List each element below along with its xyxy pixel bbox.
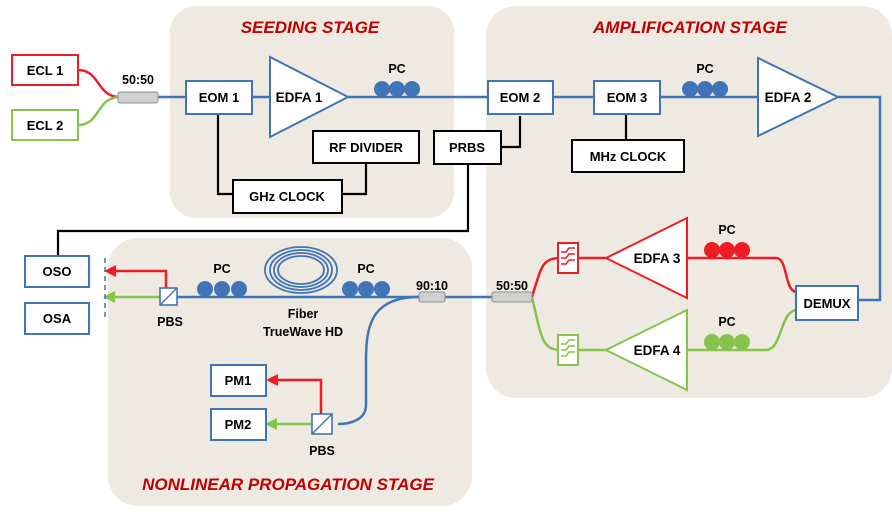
arrow-green-left bbox=[103, 291, 115, 303]
arrow-red-left bbox=[104, 265, 116, 277]
filter-green-icon[interactable] bbox=[557, 334, 579, 366]
oso-label: OSO bbox=[43, 264, 72, 279]
rf-divider-box[interactable] bbox=[312, 130, 420, 164]
fiber-edfa2-demux bbox=[838, 95, 882, 302]
eom2-label: EOM 2 bbox=[500, 90, 540, 105]
pc-amplification-label: PC bbox=[696, 62, 713, 76]
coupler-9010[interactable] bbox=[418, 291, 446, 303]
oso-box[interactable] bbox=[24, 255, 90, 288]
fiber-edfa4-demux bbox=[687, 308, 797, 352]
fiber-ecl2 bbox=[77, 95, 119, 127]
eom1-clock-wire bbox=[216, 114, 233, 196]
seeding-stage-title: SEEDING STAGE bbox=[241, 18, 380, 37]
pbs-out-red bbox=[114, 269, 168, 291]
pm2-box[interactable] bbox=[210, 408, 267, 441]
rf-divider-clock-wire bbox=[342, 163, 368, 196]
prbs-eom2-wire bbox=[501, 116, 522, 149]
rf-divider-label: RF DIVIDER bbox=[329, 140, 403, 155]
filter-red-icon[interactable] bbox=[557, 242, 579, 274]
edfa2-label: EDFA 2 bbox=[765, 90, 812, 105]
prbs-box[interactable] bbox=[433, 130, 502, 165]
pbs-output-icon[interactable] bbox=[159, 287, 178, 306]
arrow-pm2 bbox=[265, 418, 277, 430]
fiber-edfa3-demux bbox=[687, 256, 797, 294]
edfa1-amplifier[interactable] bbox=[269, 55, 351, 139]
demux-label: DEMUX bbox=[804, 296, 851, 311]
pc-seeding[interactable] bbox=[374, 81, 420, 97]
coupler-5050-split-label: 50:50 bbox=[496, 279, 528, 293]
edfa3-label: EDFA 3 bbox=[634, 251, 681, 266]
pc-seeding-label: PC bbox=[388, 62, 405, 76]
pc-after-fiber[interactable] bbox=[342, 281, 390, 297]
coupler-5050-input[interactable] bbox=[117, 91, 159, 104]
pc-amplification[interactable] bbox=[682, 81, 728, 97]
fiber-type-label: TrueWave HD bbox=[263, 325, 343, 339]
mhz-clock-label: MHz CLOCK bbox=[590, 149, 667, 164]
fiber-9010-pbs bbox=[337, 295, 420, 426]
arrow-pm1 bbox=[266, 374, 278, 386]
osa-label: OSA bbox=[43, 311, 72, 326]
nonlinear-stage-title: NONLINEAR PROPAGATION STAGE bbox=[142, 475, 435, 494]
eom3-box[interactable] bbox=[593, 80, 661, 115]
pm1-box[interactable] bbox=[210, 364, 267, 397]
edfa4-label: EDFA 4 bbox=[634, 343, 681, 358]
eom1-label: EOM 1 bbox=[199, 90, 239, 105]
prbs-label: PRBS bbox=[449, 140, 485, 155]
prbs-oso-wire bbox=[56, 164, 470, 256]
edfa3-amplifier[interactable] bbox=[603, 216, 688, 300]
wdm-paths bbox=[77, 68, 797, 426]
coupler-5050-input-label: 50:50 bbox=[122, 73, 154, 87]
edfa1-label: EDFA 1 bbox=[276, 90, 323, 105]
amplification-stage-panel bbox=[486, 6, 892, 398]
pc-green-label: PC bbox=[718, 315, 735, 329]
ecl2-label: ECL 2 bbox=[27, 118, 64, 133]
pc-after-fiber-label: PC bbox=[357, 262, 374, 276]
pc-red-branch[interactable] bbox=[704, 242, 750, 258]
eom1-box[interactable] bbox=[185, 80, 253, 115]
pbs2-out-red bbox=[276, 378, 323, 418]
pbs-power-icon[interactable] bbox=[311, 413, 333, 435]
edfa4-amplifier[interactable] bbox=[603, 308, 688, 392]
eom3-label: EOM 3 bbox=[607, 90, 647, 105]
ghz-clock-label: GHz CLOCK bbox=[249, 189, 325, 204]
pc-before-fiber[interactable] bbox=[197, 281, 247, 297]
pm1-label: PM1 bbox=[225, 373, 252, 388]
pc-before-fiber-label: PC bbox=[213, 262, 230, 276]
fiber-paths bbox=[158, 95, 882, 426]
pm2-label: PM2 bbox=[225, 417, 252, 432]
pc-green-branch[interactable] bbox=[704, 334, 750, 350]
ecl2-box[interactable] bbox=[11, 109, 79, 141]
pbs-output-label: PBS bbox=[157, 315, 183, 329]
osa-box[interactable] bbox=[24, 302, 90, 335]
pc-red-label: PC bbox=[718, 223, 735, 237]
fiber-spool-icon bbox=[264, 246, 338, 294]
mhz-clock-box[interactable] bbox=[571, 139, 685, 173]
coupler-9010-label: 90:10 bbox=[416, 279, 448, 293]
ghz-clock-box[interactable] bbox=[232, 179, 343, 214]
electrical-wiring bbox=[56, 114, 628, 256]
demux-box[interactable] bbox=[795, 285, 859, 321]
pbs-power-label: PBS bbox=[309, 444, 335, 458]
fiber-ecl1 bbox=[77, 68, 119, 99]
ecl1-label: ECL 1 bbox=[27, 63, 64, 78]
nonlinear-stage-panel bbox=[108, 238, 472, 506]
fiber-label: Fiber bbox=[288, 307, 319, 321]
eom2-box[interactable] bbox=[487, 80, 554, 115]
coupler-5050-split[interactable] bbox=[491, 291, 533, 303]
edfa2-amplifier[interactable] bbox=[757, 56, 841, 138]
output-arrows bbox=[103, 265, 278, 430]
amplification-stage-title: AMPLIFICATION STAGE bbox=[592, 18, 788, 37]
ecl1-box[interactable] bbox=[11, 54, 79, 86]
